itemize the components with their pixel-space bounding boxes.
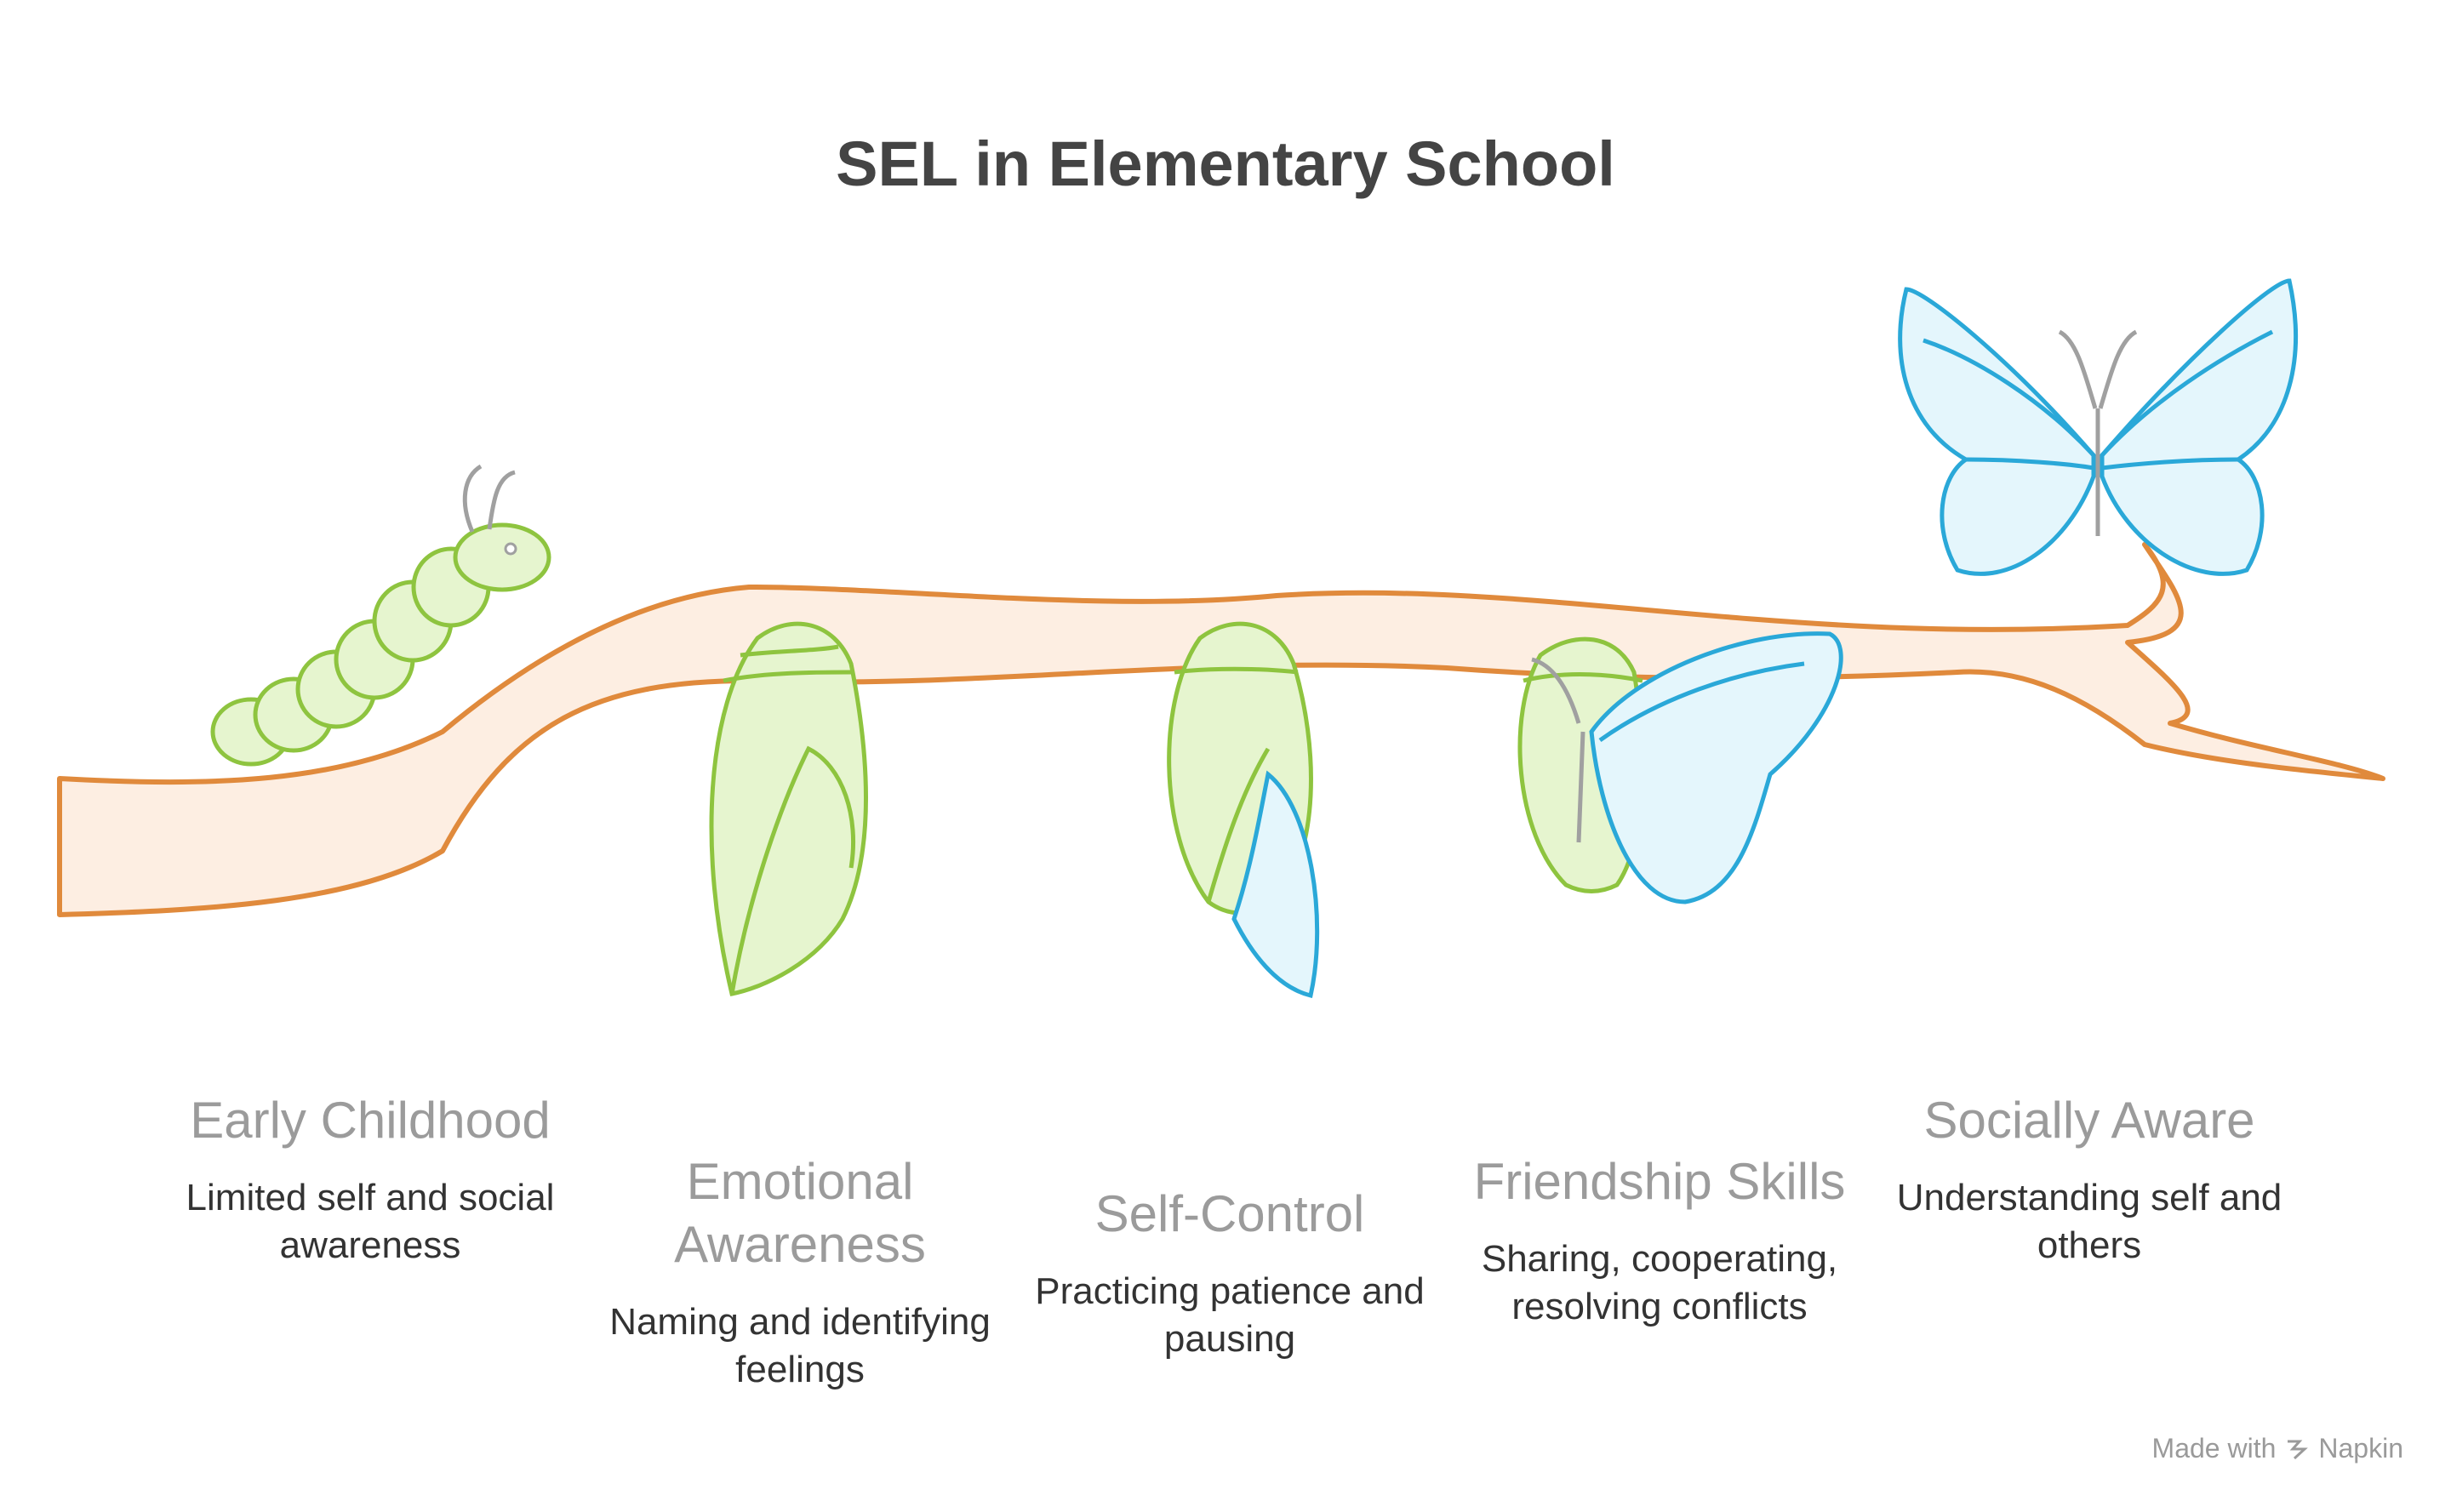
stage-heading: Friendship Skills — [1473, 1153, 1846, 1210]
stage-early-childhood: Early Childhood Limited self and social … — [149, 1089, 591, 1270]
caterpillar-icon — [210, 464, 551, 767]
butterfly-icon — [1898, 278, 2298, 576]
stage-heading: Emotional Awareness — [674, 1153, 926, 1273]
stage-heading: Socially Aware — [1923, 1092, 2255, 1149]
stage-description: Naming and identifying feelings — [609, 1301, 991, 1390]
credit-brand: Napkin — [2318, 1433, 2403, 1464]
stage-description: Practicing patience and pausing — [1035, 1270, 1425, 1360]
chrysalis-opening-icon — [1167, 621, 1320, 999]
stage-self-control: Self-Control Practicing patience and pau… — [1008, 1183, 1451, 1363]
stage-description: Understanding self and others — [1896, 1177, 2282, 1266]
stage-heading: Early Childhood — [190, 1092, 551, 1149]
stage-socially-aware: Socially Aware Understanding self and ot… — [1868, 1089, 2311, 1270]
emerging-butterfly-icon — [1517, 631, 1843, 904]
stage-friendship-skills: Friendship Skills Sharing, cooperating, … — [1438, 1150, 1881, 1331]
stage-description: Sharing, cooperating, resolving conflict… — [1481, 1238, 1838, 1327]
diagram-title: SEL in Elementary School — [836, 128, 1615, 199]
stage-description: Limited self and social awareness — [186, 1177, 555, 1266]
stage-heading: Self-Control — [1094, 1185, 1365, 1242]
credit: Made with Napkin — [2152, 1433, 2403, 1464]
credit-text: Made with — [2151, 1433, 2277, 1464]
napkin-logo-icon — [2288, 1440, 2309, 1459]
stage-emotional-awareness: Emotional Awareness Naming and identifyi… — [579, 1150, 1021, 1394]
chrysalis-icon — [709, 621, 868, 996]
